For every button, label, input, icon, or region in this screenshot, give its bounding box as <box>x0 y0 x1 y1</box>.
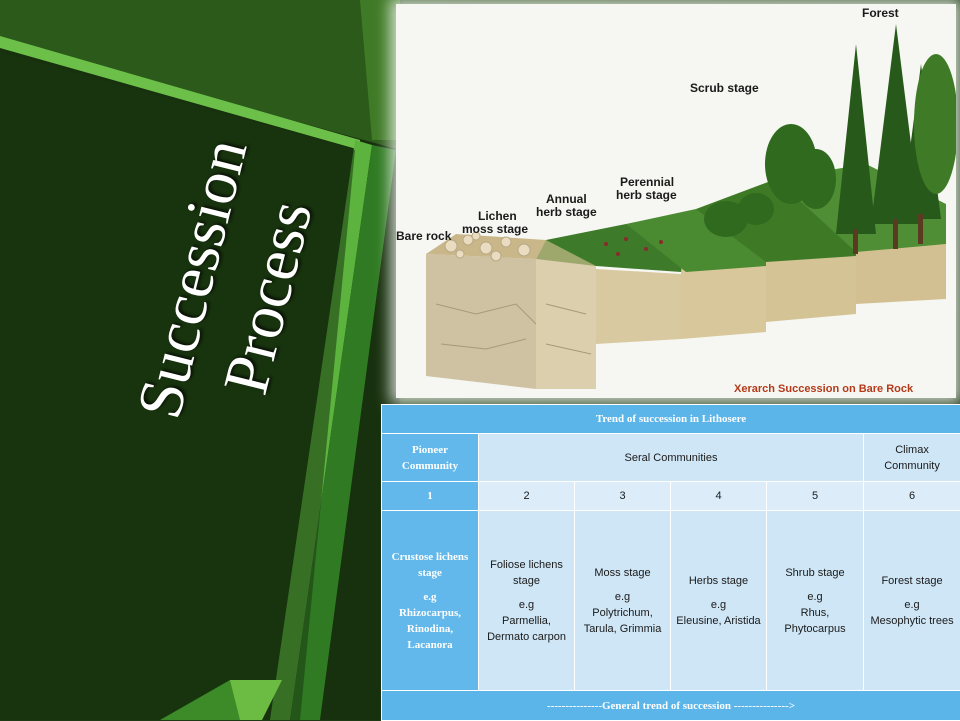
stage-name: Moss stage <box>578 565 667 581</box>
stage-cell-foliose: Foliose lichens stage e.g Parmellia, Der… <box>479 511 575 691</box>
label-lichen-line2: moss stage <box>462 223 528 236</box>
stage-examples: Parmellia, Dermato carpon <box>482 613 571 645</box>
label-annual-line2: herb stage <box>536 206 597 219</box>
diagram-caption: Xerarch Succession on Bare Rock <box>734 383 913 395</box>
stage-cell-herbs: Herbs stage e.g Eleusine, Aristida <box>671 511 767 691</box>
stage-examples: Polytrichum, Tarula, Grimmia <box>578 605 667 637</box>
stage-number: 4 <box>671 482 767 511</box>
stage-examples: Rhus, Phytocarpus <box>770 605 860 637</box>
stage-number: 2 <box>479 482 575 511</box>
stage-name: Forest stage <box>867 573 957 589</box>
label-scrub-stage: Scrub stage <box>690 82 759 95</box>
stage-cell-forest: Forest stage e.g Mesophytic trees <box>864 511 960 691</box>
succession-diagram: Forest Scrub stage Perennial herb stage … <box>396 4 956 398</box>
stage-cell-shrub: Shrub stage e.g Rhus, Phytocarpus <box>767 511 864 691</box>
stage-eg: e.g <box>867 597 957 613</box>
label-perennial-line2: herb stage <box>616 189 677 202</box>
label-forest: Forest <box>862 7 899 20</box>
stage-examples: Eleusine, Aristida <box>674 613 763 629</box>
stage-number: 6 <box>864 482 960 511</box>
stage-number: 1 <box>382 482 479 511</box>
climax-community-header: Climax Community <box>864 434 960 482</box>
stage-cell-crustose: Crustose lichens stage e.g Rhizocarpus, … <box>382 511 479 691</box>
stage-examples: Mesophytic trees <box>867 613 957 629</box>
stage-name: Herbs stage <box>674 573 763 589</box>
general-trend-footer: ---------------General trend of successi… <box>382 691 960 721</box>
stage-number: 5 <box>767 482 864 511</box>
seral-communities-header: Seral Communities <box>479 434 864 482</box>
stage-eg: e.g <box>770 589 860 605</box>
stage-eg: e.g <box>385 589 475 605</box>
slide-title: Succession Process <box>189 123 271 453</box>
stage-examples: Rhizocarpus, Rinodina, Lacanora <box>385 605 475 653</box>
stage-eg: e.g <box>674 597 763 613</box>
label-bare-rock: Bare rock <box>396 230 451 243</box>
stage-name: Foliose lichens stage <box>482 557 571 589</box>
stage-name: Shrub stage <box>770 565 860 581</box>
stage-eg: e.g <box>578 589 667 605</box>
succession-table: Trend of succession in Lithosere Pioneer… <box>381 404 960 721</box>
stage-eg: e.g <box>482 597 571 613</box>
pioneer-community-header: Pioneer Community <box>382 434 479 482</box>
stage-cell-moss: Moss stage e.g Polytrichum, Tarula, Grim… <box>575 511 671 691</box>
stage-name: Crustose lichens stage <box>385 549 475 581</box>
table-title: Trend of succession in Lithosere <box>382 405 960 434</box>
stage-number: 3 <box>575 482 671 511</box>
